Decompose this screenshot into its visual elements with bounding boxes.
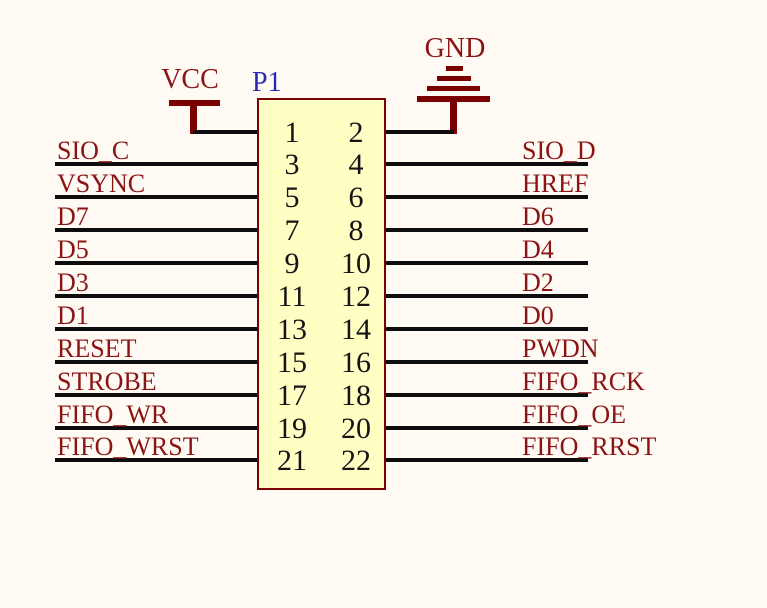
pin-number-right: 10 <box>341 247 371 280</box>
wire-left <box>55 228 257 232</box>
gnd-ground-bar-icon <box>417 96 490 102</box>
net-label-right: D2 <box>522 268 554 297</box>
wire-right <box>386 261 588 265</box>
pin-row: FIFO_WR FIFO_OE 19 20 <box>0 401 767 445</box>
wire-left <box>55 261 257 265</box>
wire-right <box>386 458 588 462</box>
component-designator: P1 <box>252 67 282 98</box>
gnd-ground-bar-icon <box>437 76 471 81</box>
vcc-stem <box>190 103 197 134</box>
pin-number-right: 14 <box>341 313 371 346</box>
wire-pin1-vcc <box>193 130 257 134</box>
gnd-net-label: GND <box>424 33 486 64</box>
wire-right <box>386 195 588 199</box>
net-label-right: D4 <box>522 235 554 264</box>
wire-right <box>386 162 588 166</box>
pin-row: SIO_C SIO_D 3 4 <box>0 137 767 181</box>
pin-number-right: 16 <box>341 346 371 379</box>
wire-right <box>386 393 588 397</box>
pin-number-left: 5 <box>284 181 300 214</box>
net-label-left: VSYNC <box>57 169 146 198</box>
pin-number-right: 2 <box>348 116 364 149</box>
pin-number-right: 12 <box>341 280 371 313</box>
pin-number-left: 21 <box>277 444 307 477</box>
wire-pin2-gnd <box>386 130 454 134</box>
pin-number-right: 4 <box>348 148 364 181</box>
net-label-right: FIFO_RCK <box>522 367 645 396</box>
pin-number-left: 1 <box>284 116 300 149</box>
wire-right <box>386 228 588 232</box>
pin-row: 1 2 <box>0 116 767 149</box>
gnd-ground-bar-icon <box>427 86 480 91</box>
pin-number-left: 13 <box>277 313 307 346</box>
pin-number-left: 7 <box>284 214 300 247</box>
wire-right <box>386 294 588 298</box>
pin-row: D3 D2 11 12 <box>0 269 767 313</box>
pin-number-right: 20 <box>341 412 371 445</box>
wire-left <box>55 360 257 364</box>
pin-row: D7 D6 7 8 <box>0 203 767 247</box>
net-label-right: FIFO_RRST <box>522 432 657 461</box>
pin-number-right: 6 <box>348 181 364 214</box>
wire-left <box>55 162 257 166</box>
net-label-left: D3 <box>57 268 89 297</box>
connector-body <box>257 98 386 490</box>
wire-left <box>55 426 257 430</box>
net-label-left: D1 <box>57 301 89 330</box>
wire-right <box>386 327 588 331</box>
net-label-left: FIFO_WRST <box>57 432 199 461</box>
net-label-right: FIFO_OE <box>522 400 627 429</box>
net-label-right: PWDN <box>522 334 599 363</box>
wire-right <box>386 360 588 364</box>
pin-number-left: 3 <box>284 148 300 181</box>
pin-row: FIFO_WRST FIFO_RRST 21 22 <box>0 433 767 477</box>
net-label-left: RESET <box>57 334 137 363</box>
net-label-left: FIFO_WR <box>57 400 169 429</box>
net-label-left: STROBE <box>57 367 157 396</box>
net-label-right: SIO_D <box>522 136 596 165</box>
net-label-right: D0 <box>522 301 554 330</box>
vcc-net-label: VCC <box>161 64 219 95</box>
pin-number-left: 17 <box>277 379 307 412</box>
net-label-right: HREF <box>522 169 589 198</box>
wire-left <box>55 195 257 199</box>
wire-left <box>55 393 257 397</box>
gnd-ground-bar-icon <box>446 66 463 71</box>
pin-number-left: 19 <box>277 412 307 445</box>
pin-number-left: 15 <box>277 346 307 379</box>
net-label-left: D7 <box>57 202 89 231</box>
pin-number-right: 8 <box>348 214 364 247</box>
net-label-right: D6 <box>522 202 554 231</box>
wire-left <box>55 327 257 331</box>
pin-number-right: 22 <box>341 444 371 477</box>
pin-row: D5 D4 9 10 <box>0 236 767 280</box>
pin-number-left: 9 <box>284 247 300 280</box>
gnd-stem <box>450 100 457 134</box>
pin-row: STROBE FIFO_RCK 17 18 <box>0 368 767 412</box>
net-label-left: SIO_C <box>57 136 130 165</box>
net-label-left: D5 <box>57 235 89 264</box>
pin-row: D1 D0 13 14 <box>0 302 767 346</box>
wire-left <box>55 458 257 462</box>
wire-left <box>55 294 257 298</box>
wire-right <box>386 426 588 430</box>
pin-row: RESET PWDN 15 16 <box>0 335 767 379</box>
pin-row: VSYNC HREF 5 6 <box>0 170 767 214</box>
pin-number-right: 18 <box>341 379 371 412</box>
pin-number-left: 11 <box>277 280 307 313</box>
